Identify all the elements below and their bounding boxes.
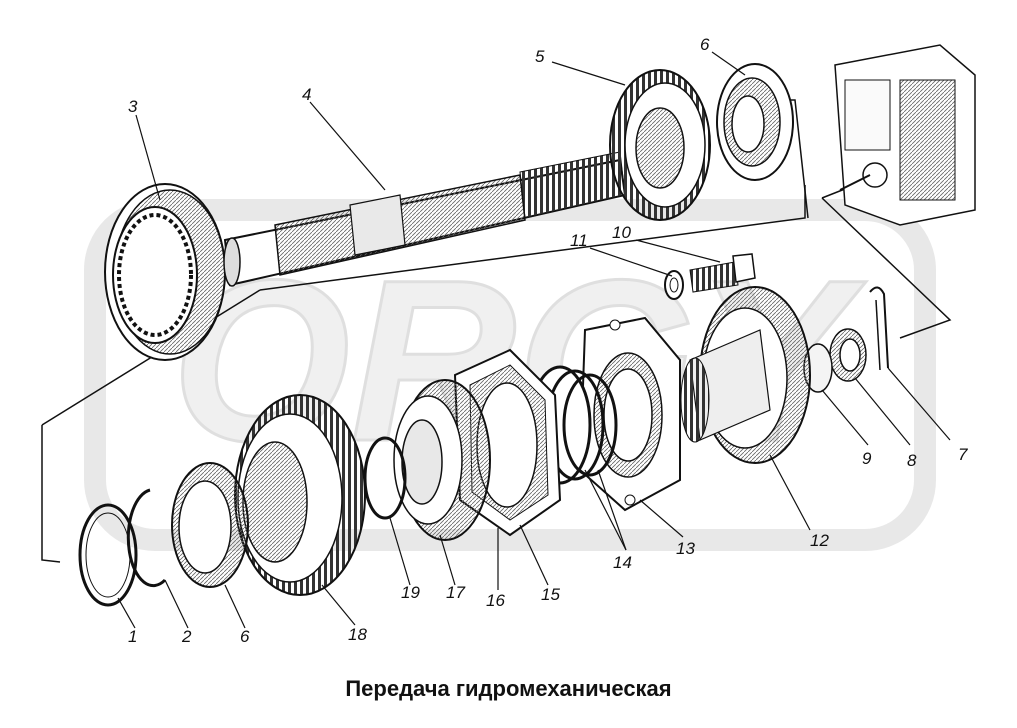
- castle-nut-part-8: [829, 328, 867, 382]
- bearing-part-6-bottom: [171, 462, 249, 588]
- shaft-part-4: [223, 151, 627, 287]
- diagram-caption: Передача гидромеханическая: [345, 676, 672, 701]
- callout-labels: 3 4 5 6 11 10 7 8 9 12 13 14 15 16 17 19…: [128, 35, 968, 646]
- callout-14: 14: [613, 553, 632, 572]
- callout-10: 10: [612, 223, 631, 242]
- callout-15: 15: [541, 585, 560, 604]
- callout-18: 18: [348, 625, 367, 644]
- gear-part-5: [609, 69, 711, 221]
- callout-13: 13: [676, 539, 695, 558]
- callout-16: 16: [486, 591, 505, 610]
- callout-8: 8: [907, 451, 917, 470]
- callout-11: 11: [570, 231, 588, 250]
- callout-19: 19: [401, 583, 420, 602]
- callout-2: 2: [181, 627, 192, 646]
- callout-17: 17: [446, 583, 465, 602]
- callout-6-bottom: 6: [240, 627, 250, 646]
- cover-plate-part-13: [578, 316, 681, 512]
- gear-part-18: [234, 394, 366, 596]
- snap-ring-part-1: [78, 503, 138, 607]
- callout-3: 3: [128, 97, 138, 116]
- gearbox-housing: [834, 44, 976, 226]
- bolt-part-10: [689, 253, 756, 293]
- callout-4: 4: [302, 85, 311, 104]
- callout-9: 9: [862, 449, 872, 468]
- callout-6-top: 6: [700, 35, 710, 54]
- leader-lines: [117, 51, 951, 629]
- washer-part-11: [664, 270, 684, 300]
- callout-5: 5: [535, 47, 545, 66]
- callout-7: 7: [958, 445, 968, 464]
- callout-1: 1: [128, 627, 137, 646]
- bearing-part-17: [393, 379, 491, 541]
- flange-hub-part-12: [680, 286, 811, 464]
- callout-12: 12: [810, 531, 829, 550]
- bearing-part-6-top: [716, 63, 794, 181]
- ring-gear-part-3: [104, 183, 226, 361]
- cotter-pin-part-7: [869, 286, 889, 371]
